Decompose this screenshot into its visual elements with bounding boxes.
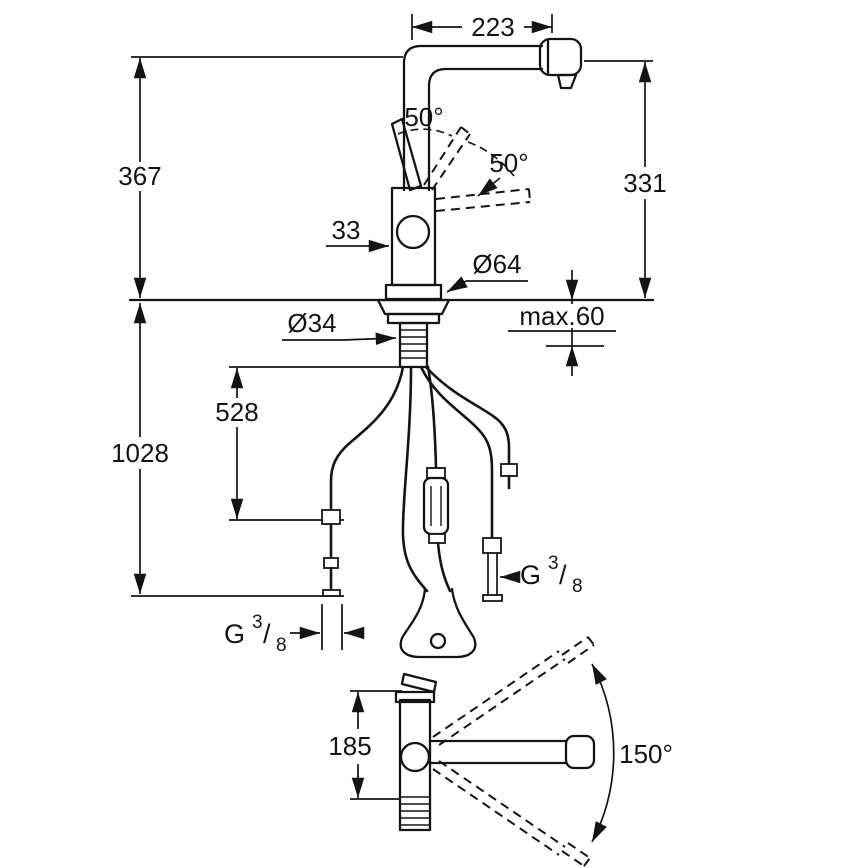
dimension-185: 185 <box>328 690 402 800</box>
mounting-nut <box>386 312 441 325</box>
dim-label-max60: max.60 <box>519 301 604 331</box>
dim-label-223: 223 <box>471 12 514 42</box>
base-escutcheon <box>384 283 443 301</box>
hose-right-washer <box>482 594 503 602</box>
hose-right-fitting <box>482 537 502 554</box>
dimension-max60: max.60 <box>508 270 616 376</box>
thread-right-denominator: 8 <box>572 576 583 597</box>
dimension-331: 331 <box>584 60 667 298</box>
thread-right-slash: / <box>559 560 567 590</box>
detail-joint-circle <box>399 741 431 773</box>
detail-handle <box>400 672 438 694</box>
thread-left-slash: / <box>263 619 271 649</box>
detail-arm-head <box>564 734 596 770</box>
threaded-shank <box>398 321 429 369</box>
body-joint-circle <box>395 214 431 250</box>
dimension-528: 528 <box>215 366 399 521</box>
hose-left-washer <box>322 589 341 597</box>
pullout-hose <box>401 365 429 593</box>
dim-label-185: 185 <box>328 731 371 761</box>
hose-left-connector <box>321 509 341 525</box>
thread-left-g: G <box>224 619 245 649</box>
dimension-dia34: Ø34 <box>282 308 397 346</box>
valve-collar-bottom <box>428 533 446 544</box>
mounting-hardware <box>376 298 451 369</box>
hose-left <box>329 365 405 562</box>
spray-nozzle <box>556 73 578 90</box>
valve-collar-top <box>426 467 446 479</box>
supply-hoses <box>321 365 518 659</box>
dim-label-367: 367 <box>118 161 161 191</box>
hose-weight-detail <box>429 632 447 650</box>
thread-left-denominator: 8 <box>276 635 287 656</box>
hose-weight-bell <box>399 587 477 659</box>
spray-head <box>538 37 583 77</box>
hose-right <box>419 365 494 540</box>
check-valve <box>422 476 450 536</box>
thread-label-right: G 3 / 8 <box>500 553 583 597</box>
hose-short-right <box>424 365 511 466</box>
hose-middle-upper <box>426 365 438 470</box>
dimension-367-1028: 367 1028 <box>111 56 403 597</box>
angle-label-150: 150° <box>619 739 673 769</box>
dim-label-528: 528 <box>215 397 258 427</box>
dim-label-331: 331 <box>623 168 666 198</box>
hose-left-fitting <box>323 557 339 569</box>
angle-label-50-upper: 50° <box>404 102 443 132</box>
detail-body <box>398 698 432 832</box>
angle-label-50-lower: 50° <box>489 148 528 178</box>
faucet-side-view <box>384 37 583 301</box>
dimension-dia64: Ø64 <box>446 249 528 293</box>
thread-left-numerator: 3 <box>252 612 263 633</box>
swivel-detail-view <box>394 636 615 867</box>
dim-label-33: 33 <box>332 215 361 245</box>
dimension-33: 33 <box>326 215 389 253</box>
spout-inner-edge <box>427 67 544 192</box>
mounting-flange <box>376 298 451 316</box>
dimension-223: 223 <box>411 12 553 42</box>
dim-label-1028: 1028 <box>111 438 169 468</box>
hose-middle-lower <box>436 541 452 593</box>
handle-lever <box>390 117 423 192</box>
swivel-arc <box>591 663 615 843</box>
angle-leader <box>477 177 501 197</box>
dim-label-dia64: Ø64 <box>472 249 521 279</box>
detail-cap <box>394 690 436 704</box>
detail-swing-dashed <box>432 636 595 867</box>
spout-outer-edge <box>402 44 544 192</box>
hose-short-fitting <box>500 463 518 477</box>
thread-right-g: G <box>520 560 541 590</box>
thread-label-left: G 3 / 8 <box>224 604 365 656</box>
dim-label-dia34: Ø34 <box>287 308 336 338</box>
thread-right-numerator: 3 <box>548 553 559 574</box>
